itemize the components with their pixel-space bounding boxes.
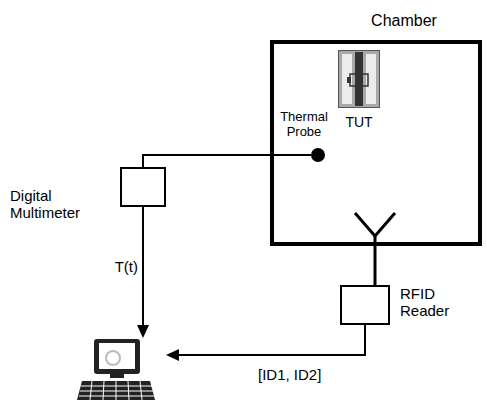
node-label: RFID Reader — [400, 285, 462, 320]
key-col — [116, 381, 117, 400]
node-label: Chamber — [354, 12, 454, 30]
key-col — [128, 381, 129, 400]
probe-wire — [143, 155, 311, 167]
antenna-symbol — [355, 213, 395, 285]
tag-loop — [350, 74, 368, 86]
monitor-stand — [110, 374, 124, 378]
signal-label: [ID1, ID2] — [258, 366, 348, 383]
tag-panel — [342, 54, 352, 104]
signal-wire — [142, 207, 144, 328]
keyboard-keys — [79, 381, 154, 400]
tag-picture — [338, 50, 380, 108]
arrow-head — [137, 325, 149, 338]
tag-under-test: TUT — [338, 50, 380, 108]
reader-box: RFID Reader — [340, 285, 390, 325]
thermal-probe: Thermal Probe — [311, 148, 325, 162]
multimeter-box: Digital Multimeter — [120, 167, 166, 207]
antenna-arm — [355, 213, 375, 236]
screen — [99, 343, 135, 369]
signal-wire — [176, 325, 365, 355]
chamber-box: ChamberThermal ProbeTUT — [270, 40, 482, 246]
tag-trace — [355, 52, 363, 106]
node-label: Thermal Probe — [276, 110, 332, 140]
node-label: Digital Multimeter — [10, 187, 114, 222]
tag-substrate — [339, 51, 380, 108]
computer-icon — [77, 339, 155, 400]
keyboard — [77, 381, 155, 400]
arrow-head — [166, 349, 179, 361]
key-col — [90, 381, 92, 400]
node-label: TUT — [329, 114, 389, 130]
antenna-arm — [375, 213, 395, 236]
key-col — [103, 381, 104, 400]
screen-glare — [106, 351, 120, 365]
tag-chip — [347, 77, 351, 83]
key-col — [140, 381, 142, 400]
monitor — [94, 339, 140, 374]
signal-label: T(t) — [100, 258, 138, 275]
